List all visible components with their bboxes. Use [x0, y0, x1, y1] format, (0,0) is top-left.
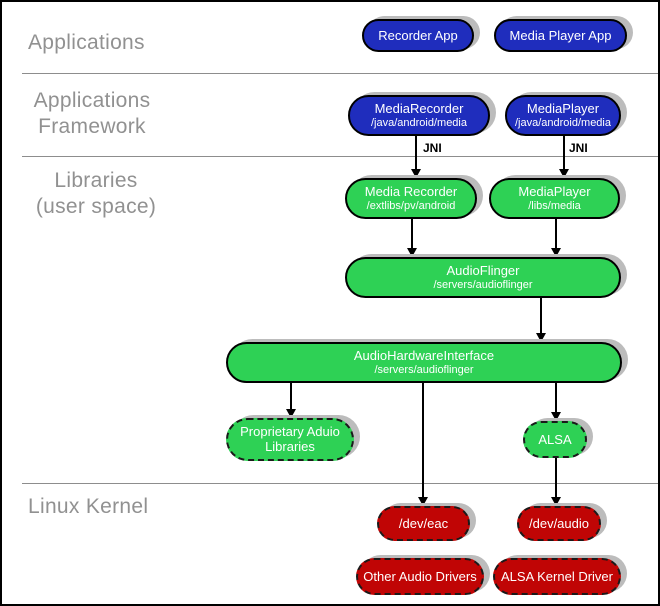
arrow-mediarecorder-to-lib	[415, 136, 417, 169]
node-title: AudioHardwareInterface	[353, 348, 495, 364]
node-recorder-app[interactable]: Recorder App	[362, 19, 474, 52]
node-title: Media Recorder	[364, 184, 458, 200]
arrow-ahi-to-proprietary	[290, 383, 292, 409]
node-title: /dev/audio	[529, 515, 589, 531]
node-path: /libs/media	[528, 199, 581, 212]
node-path: /java/android/media	[514, 116, 611, 129]
arrow-mediaplayer-to-lib	[563, 136, 565, 169]
section-label-applications-framework: Applications Framework	[33, 89, 151, 139]
node-dev-audio[interactable]: /dev/audio	[517, 506, 601, 541]
arrow-ahi-to-alsa	[555, 383, 557, 412]
node-other-audio-drivers[interactable]: Other Audio Drivers	[356, 558, 484, 595]
node-title: Recorder App	[378, 27, 458, 43]
section-label-linux-kernel: Linux Kernel	[28, 495, 149, 518]
node-proprietary-audio-libraries[interactable]: Proprietary Aduio Libraries	[226, 418, 354, 461]
node-path: /servers/audioflinger	[433, 278, 533, 291]
node-title: ALSA Kernel Driver	[501, 568, 613, 584]
jni-label-left: JNI	[423, 141, 442, 155]
jni-label-right: JNI	[569, 141, 588, 155]
node-title: /dev/eac	[398, 515, 449, 531]
separator-libraries-kernel	[22, 483, 658, 484]
arrow-playerlib-to-audioflinger	[555, 219, 557, 248]
node-path: /java/android/media	[370, 116, 467, 129]
node-title: MediaPlayer	[518, 184, 591, 200]
node-audiohardwareinterface[interactable]: AudioHardwareInterface /servers/audiofli…	[226, 342, 622, 383]
section-label-applications: Applications	[28, 31, 145, 54]
node-mediaplayer-framework[interactable]: MediaPlayer /java/android/media	[505, 95, 621, 136]
node-mediarecorder-framework[interactable]: MediaRecorder /java/android/media	[348, 95, 490, 136]
node-path: /extlibs/pv/android	[366, 199, 456, 212]
node-title: ALSA	[538, 431, 572, 447]
node-media-recorder-lib[interactable]: Media Recorder /extlibs/pv/android	[345, 178, 477, 219]
node-mediaplayer-lib[interactable]: MediaPlayer /libs/media	[489, 178, 620, 219]
node-title: AudioFlinger	[446, 263, 520, 279]
node-path: /servers/audioflinger	[374, 363, 474, 376]
arrow-alsa-to-dev-audio	[555, 458, 557, 497]
node-title: Media Player App	[509, 27, 612, 43]
arrow-recorderlib-to-audioflinger	[411, 219, 413, 248]
section-label-libraries: Libraries (user space)	[35, 169, 157, 219]
node-media-player-app[interactable]: Media Player App	[494, 19, 627, 52]
node-title: MediaRecorder	[374, 101, 464, 117]
separator-framework-libraries	[22, 156, 658, 157]
node-alsa[interactable]: ALSA	[523, 421, 587, 458]
node-title: MediaPlayer	[526, 101, 600, 117]
node-title: Other Audio Drivers	[363, 568, 477, 584]
node-dev-eac[interactable]: /dev/eac	[377, 506, 470, 541]
node-alsa-kernel-driver[interactable]: ALSA Kernel Driver	[493, 558, 621, 595]
node-title: Proprietary Aduio Libraries	[240, 423, 340, 454]
arrow-audioflinger-to-ahi	[540, 298, 542, 333]
node-audioflinger[interactable]: AudioFlinger /servers/audioflinger	[345, 257, 621, 298]
separator-applications-framework	[22, 73, 658, 74]
arrow-ahi-to-dev-eac	[422, 383, 424, 497]
